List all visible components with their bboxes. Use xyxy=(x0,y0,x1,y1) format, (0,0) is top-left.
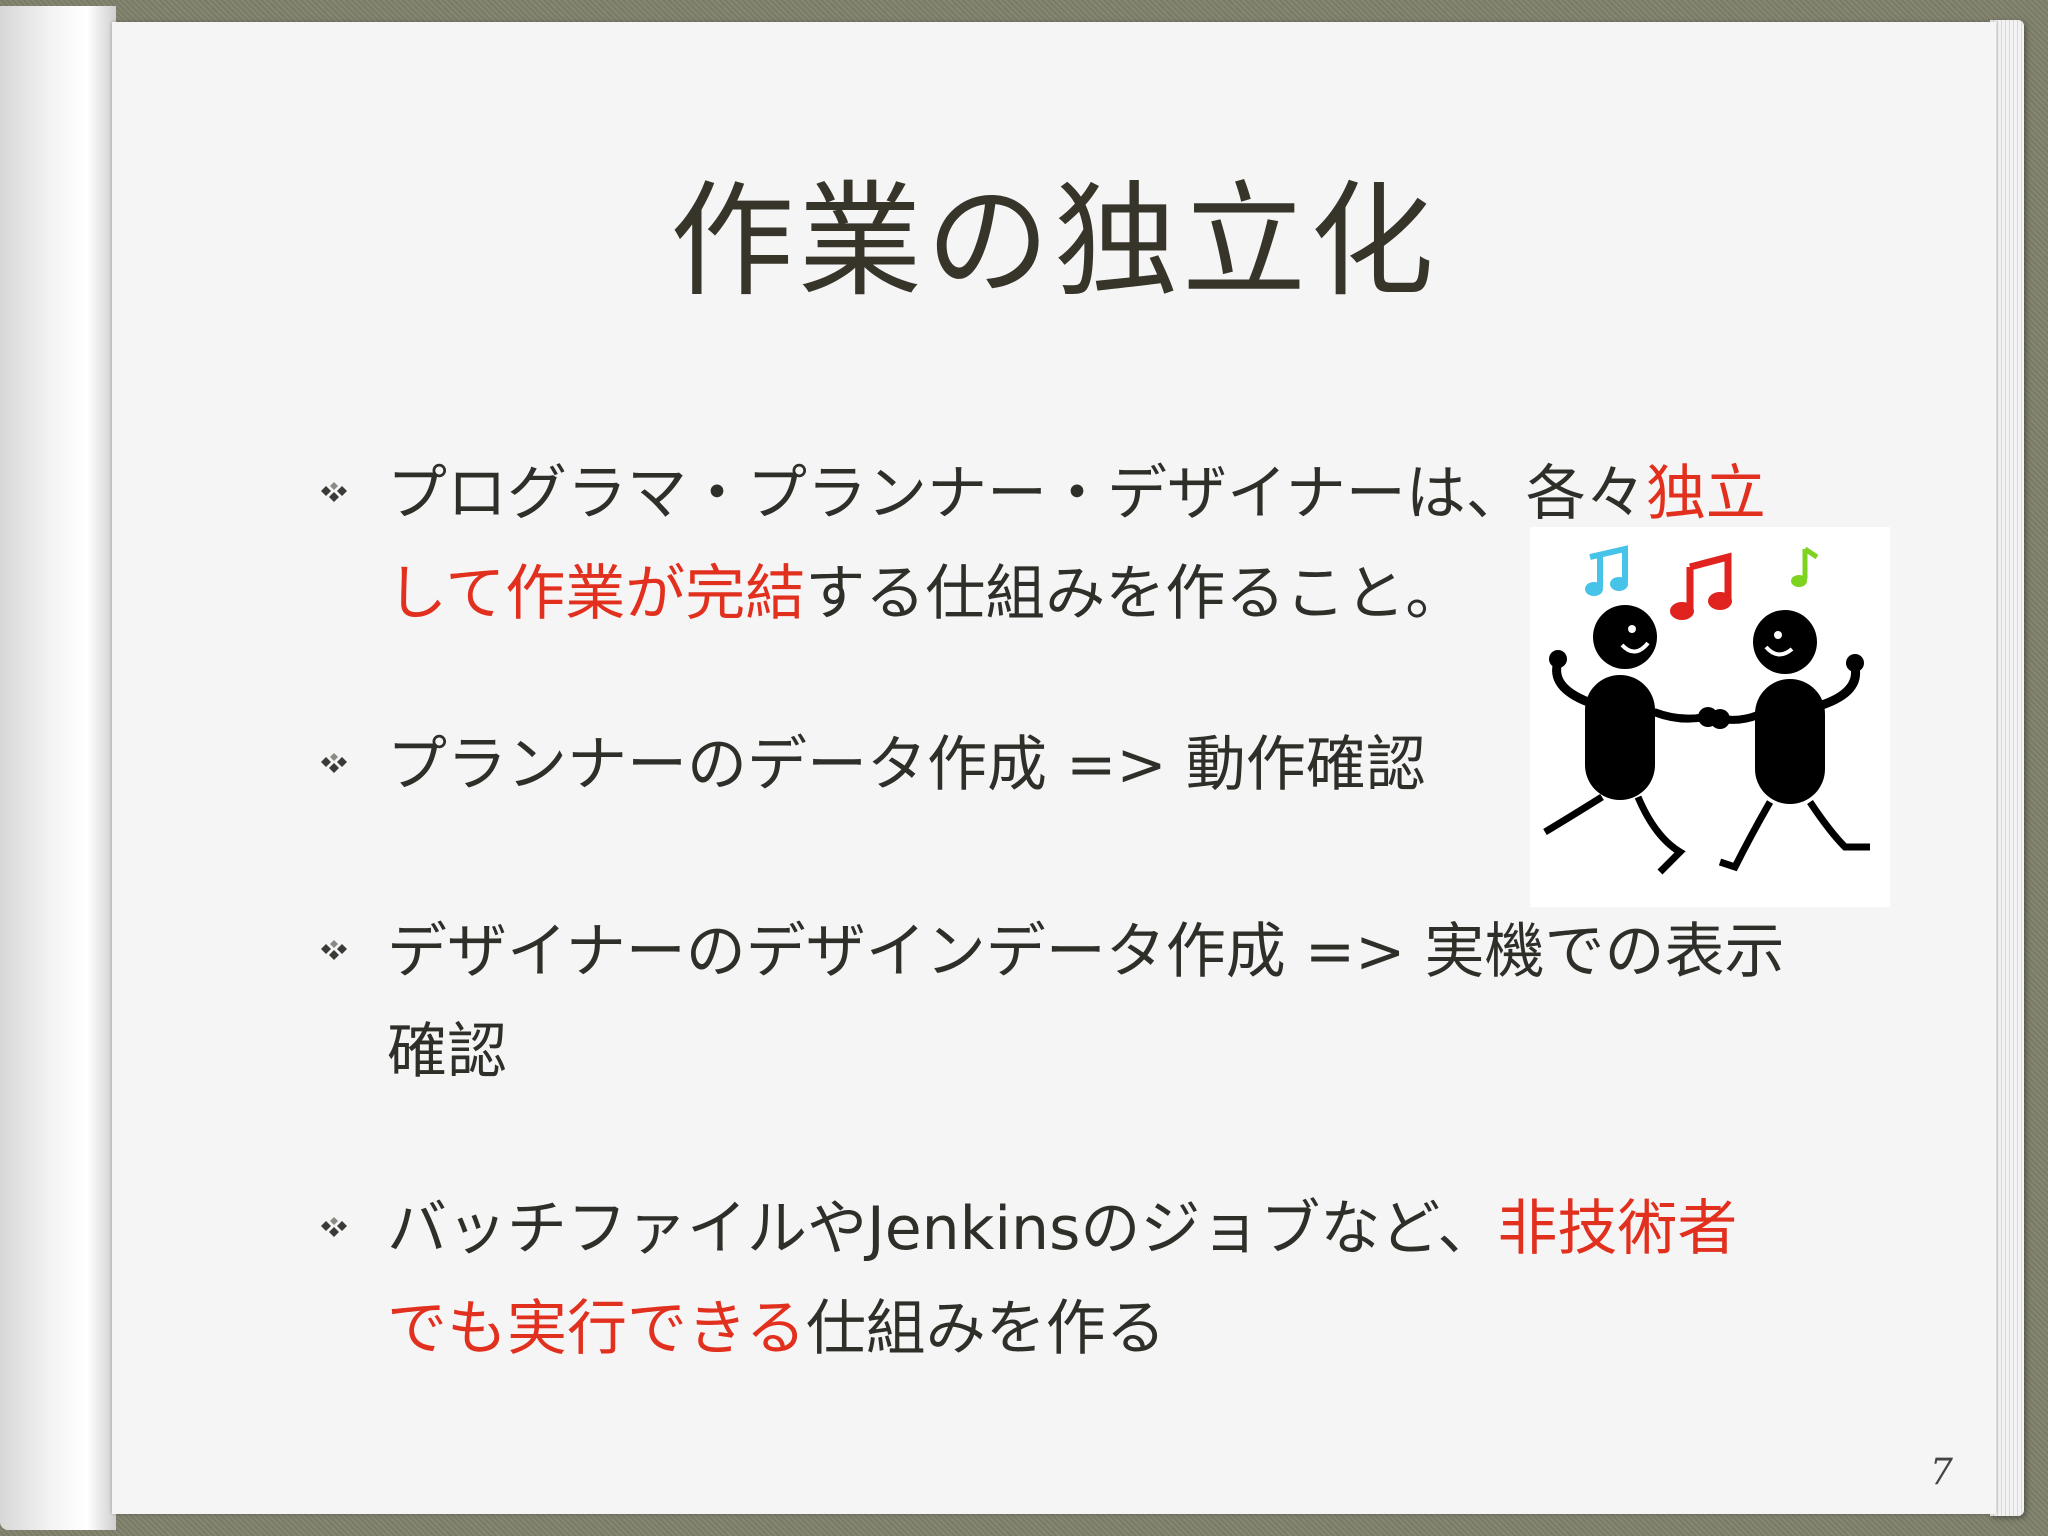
diamond-bullet-icon xyxy=(321,940,347,960)
bullet-3-text: デザイナーのデザインデータ作成 => 実機での表示確認 xyxy=(387,917,1785,1087)
left-page-curl xyxy=(0,6,116,1530)
dancing-figures-illustration xyxy=(1530,527,1890,907)
slide-title: 作業の独立化 xyxy=(669,170,1438,314)
bullet-1-text-b: する仕組みを作ること。 xyxy=(805,559,1466,629)
bullet-4-text-b: 仕組みを作る xyxy=(805,1294,1166,1364)
slide-page: 作業の独立化 プログラマ・プランナー・デザイナーは、各々独立して作業が完結する仕… xyxy=(112,22,1996,1514)
bullet-4-highlight: 非技術者でも実行できる xyxy=(387,1194,1738,1364)
bullet-1-text-a: プログラマ・プランナー・デザイナーは、各々 xyxy=(387,459,1646,529)
bullet-item-3: デザイナーのデザインデータ作成 => 実機での表示確認 xyxy=(321,902,1787,1102)
green-music-note-icon xyxy=(1791,546,1819,587)
page-number: 7 xyxy=(1930,1452,1953,1493)
bullet-item-4: バッチファイルやJenkinsのジョブなど、非技術者でも実行できる仕組みを作る xyxy=(321,1179,1787,1379)
diamond-bullet-icon xyxy=(321,482,347,502)
red-music-note-icon xyxy=(1670,552,1732,620)
bullet-4-text-a: バッチファイルやJenkinsのジョブなど、 xyxy=(387,1194,1498,1264)
right-dancer-figure xyxy=(1710,610,1870,872)
diamond-bullet-icon xyxy=(321,1217,347,1237)
bullet-1-highlight: 独立して作業が完結 xyxy=(387,459,1766,629)
bullet-2-text: プランナーのデータ作成 => 動作確認 xyxy=(387,730,1426,800)
left-dancer-figure xyxy=(1543,605,1718,875)
bullet-item-2: プランナーのデータ作成 => 動作確認 xyxy=(321,715,1787,815)
diamond-bullet-icon xyxy=(321,753,347,773)
blue-music-note-icon xyxy=(1585,545,1628,596)
bullet-item-1: プログラマ・プランナー・デザイナーは、各々独立して作業が完結する仕組みを作ること… xyxy=(321,444,1787,644)
